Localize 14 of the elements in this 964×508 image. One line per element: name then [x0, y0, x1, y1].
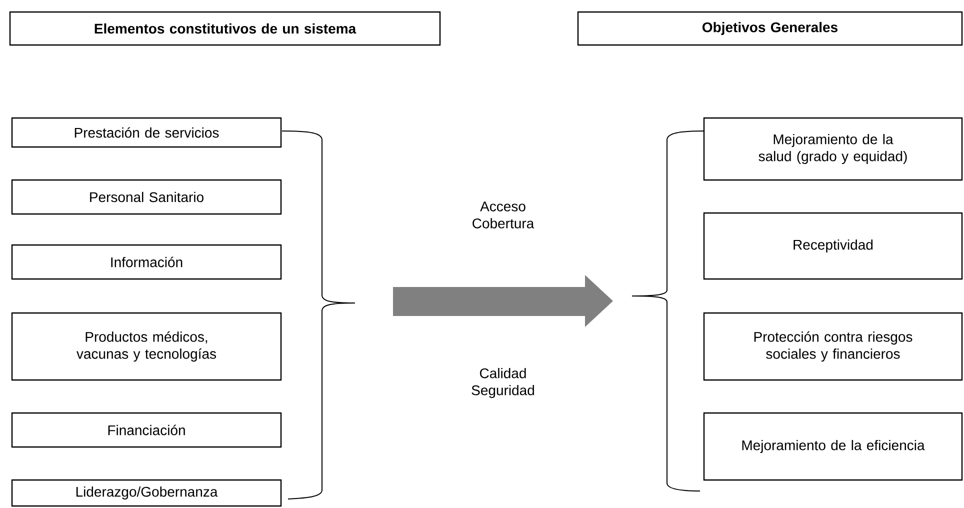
header-box: Elementos constitutivos de un sistema [9, 11, 441, 46]
note-text: Acceso Cobertura [472, 202, 534, 228]
header-box: Objetivos Generales [577, 11, 963, 46]
text-box: Financiación [11, 412, 282, 448]
text-box: Receptividad [703, 212, 963, 280]
text-box: Mejoramiento de la eficiencia [703, 412, 963, 481]
text-box: Productos médicos, vacunas y tecnologías [11, 312, 282, 381]
text-box: Prestación de servicios [11, 117, 282, 148]
text-box: Liderazgo/Gobernanza [11, 479, 282, 507]
text-box: Protección contra riesgos sociales y financieros [703, 312, 963, 381]
text-box: Personal Sanitario [11, 179, 282, 215]
note-text: Calidad Seguridad [472, 368, 534, 398]
text-box: Mejoramiento de la salud (grado y equidad) [703, 117, 963, 181]
text-box: Información [11, 244, 282, 280]
